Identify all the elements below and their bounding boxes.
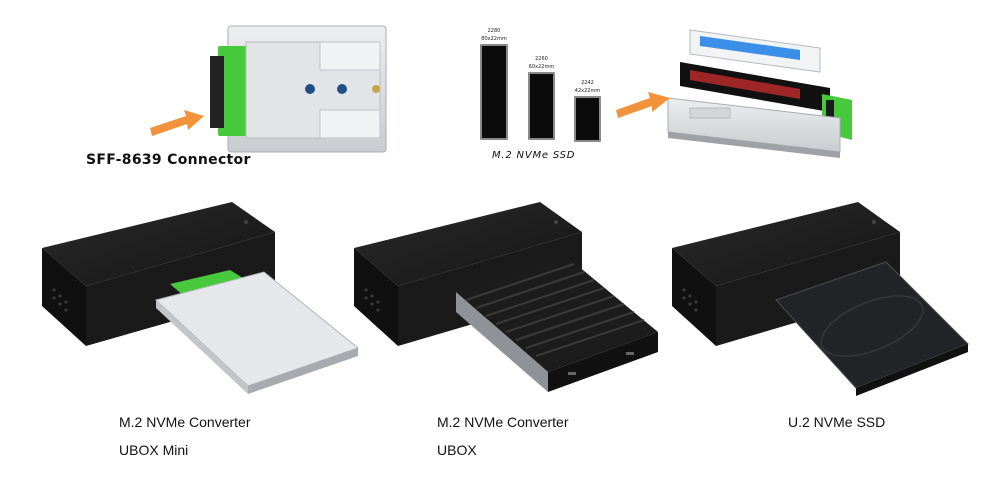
arrow-icon <box>616 92 670 118</box>
drive-model: 2242 <box>581 80 594 86</box>
arrow-icon <box>150 110 204 136</box>
drive-model: 2280 <box>487 28 501 34</box>
m2-stick <box>574 96 601 142</box>
m2-drive-2280: 2280 80x22mm <box>480 28 508 140</box>
adapter-tray-illustration <box>210 25 387 153</box>
product-caption-ubox-mini: M.2 NVMe Converter UBOX Mini <box>119 408 250 464</box>
caption-line: M.2 NVMe Converter <box>437 414 569 430</box>
m2-drive-2260: 2260 60x22mm <box>528 56 555 140</box>
caption-line: UBOX <box>437 442 477 458</box>
product-caption-ubox: M.2 NVMe Converter UBOX <box>437 408 568 464</box>
u2-ssd-enclosure <box>672 202 969 396</box>
m2-stick <box>480 44 508 140</box>
drive-model: 2260 <box>535 56 548 62</box>
caption-line: UBOX Mini <box>119 442 189 458</box>
drive-size: 80x22mm <box>481 36 507 42</box>
product-caption-u2-ssd: U.2 NVMe SSD <box>788 408 885 436</box>
connector-label: SFF-8639 Connector <box>86 152 251 168</box>
screw-icon <box>372 85 380 93</box>
screw-icon <box>337 84 347 94</box>
drive-size: 60x22mm <box>528 64 555 70</box>
m2-drive-2242: 2242 42x22mm <box>574 80 601 142</box>
exploded-adapter-illustration <box>667 29 852 158</box>
ubox-mini-enclosure <box>42 202 360 394</box>
caption-line: M.2 NVMe Converter <box>119 414 251 430</box>
ubox-enclosure <box>354 202 658 392</box>
m2-stick <box>528 72 555 140</box>
drive-size: 42x22mm <box>574 88 601 94</box>
caption-line: U.2 NVMe SSD <box>788 414 886 430</box>
screw-icon <box>305 84 315 94</box>
m2-ssd-label: M.2 NVMe SSD <box>492 150 576 161</box>
